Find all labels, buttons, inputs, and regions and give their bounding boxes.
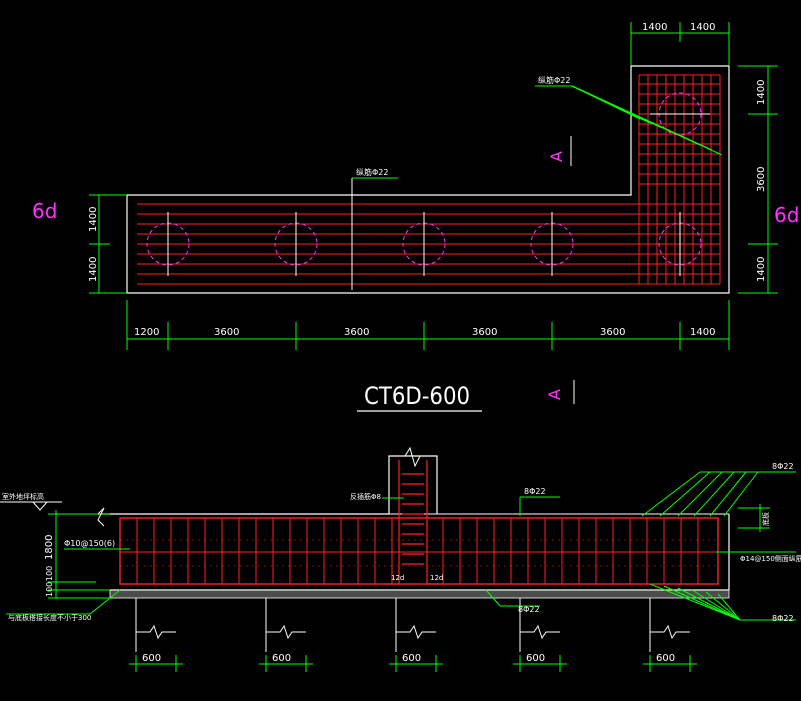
pile-width-4: 600: [526, 653, 545, 664]
section-cushion-dim-1: 100: [45, 566, 54, 581]
plan-pile-centerlines: [167, 113, 710, 276]
plan-bottom-dim-1: 1200: [134, 327, 159, 338]
plan-right-dim-1: 1400: [756, 80, 767, 105]
anchor-right-label: 12d: [430, 574, 443, 582]
plan-bottom-dim-5: 3600: [600, 327, 625, 338]
section-left-dims: [48, 510, 110, 599]
mark-left: 6d: [32, 199, 57, 223]
bottom-left-label: 与底板搭接长度不小于300: [8, 613, 91, 622]
anchor-left-label: 12d: [391, 574, 404, 582]
pile-width-5: 600: [656, 653, 675, 664]
section-stirrups: [136, 518, 699, 584]
ground-marker: [0, 501, 62, 511]
plan-top-dims: [630, 22, 730, 66]
top-right-fan: [641, 471, 796, 517]
plan-right-dims: [738, 65, 778, 294]
pile-width-2: 600: [272, 653, 291, 664]
ground-label: 室外地坪标高: [2, 492, 44, 501]
cover-marker: [738, 504, 770, 532]
section-piles: [135, 598, 690, 652]
plan-view: 纵筋Φ22 纵筋Φ22 A 6d 6d 1400 1400: [32, 22, 799, 350]
mark-right: 6d: [774, 203, 799, 227]
plan-label-lower: 纵筋Φ22: [356, 167, 388, 177]
column-outline: [388, 455, 438, 514]
top-right-label: 8Φ22: [772, 462, 794, 471]
plan-section-mark: A: [547, 151, 566, 162]
plan-left-dim-2: 1400: [88, 257, 99, 282]
bottom-bar-leader: [485, 589, 501, 607]
plan-left-dim-1: 1400: [88, 207, 99, 232]
cover-label: 底板: [761, 512, 770, 526]
pile-width-3: 600: [402, 653, 421, 664]
plan-right-dim-3: 1400: [756, 257, 767, 282]
plan-bottom-dim-3: 3600: [344, 327, 369, 338]
section-height-dim: 1800: [44, 535, 55, 560]
plan-bottom-dim-6: 1400: [690, 327, 715, 338]
plan-left-dims: [89, 194, 127, 294]
plan-fan-leader: [535, 85, 723, 156]
pile-width-1: 600: [142, 653, 161, 664]
stirrup-col-label: 反插筋Φ8: [350, 492, 381, 501]
side-left-label: Φ10@150(6): [64, 539, 115, 548]
pile-dims: [129, 655, 697, 672]
top-bar-label: 8Φ22: [524, 487, 546, 496]
column-rebar: [385, 460, 441, 585]
plan-right-dim-2: 3600: [756, 167, 767, 192]
section-view: 12d 12d 600 600: [0, 446, 801, 672]
section-rebar-cage: [119, 517, 719, 585]
plan-bottom-dim-4: 3600: [472, 327, 497, 338]
title-text: CT6D-600: [364, 382, 470, 410]
bottom-bar-label: 8Φ22: [518, 605, 540, 614]
plan-bottom-dims: [126, 300, 730, 350]
plan-bottom-dim-2: 3600: [214, 327, 239, 338]
plan-top-dim-1: 1400: [642, 22, 667, 33]
column-break-line: [389, 446, 437, 468]
bottom-right-label: 8Φ22: [772, 614, 794, 623]
side-right-label: Φ14@150侧面纵筋: [740, 554, 801, 563]
title-section-mark: A: [545, 389, 564, 400]
drawing-title: CT6D-600 A: [357, 380, 575, 412]
bottom-right-fan: [649, 583, 796, 621]
plan-horizontal-rebar: [137, 203, 720, 285]
left-break-mark: [97, 507, 105, 527]
section-cushion-dim-2: 100: [45, 582, 54, 597]
section-cushion: [109, 589, 730, 599]
plan-top-dim-2: 1400: [690, 22, 715, 33]
plan-label-upper: 纵筋Φ22: [538, 75, 570, 85]
